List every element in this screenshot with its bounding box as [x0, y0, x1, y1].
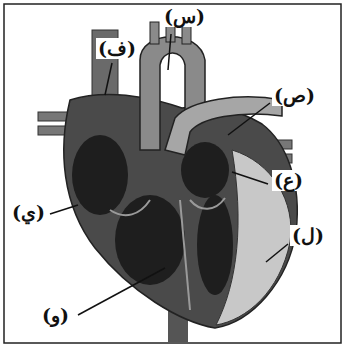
heart-body — [64, 95, 297, 328]
part-label: (و) — [40, 305, 71, 326]
pulmonary-artery — [165, 97, 282, 155]
part-label: (ع) — [272, 170, 305, 191]
part-label: (ص) — [272, 85, 317, 106]
valves — [110, 198, 225, 310]
leader-lines — [50, 34, 288, 315]
part-label: (ف) — [96, 38, 138, 59]
part-label: (ل) — [290, 225, 326, 246]
heart-chambers — [72, 135, 233, 295]
part-label: (س) — [162, 6, 207, 27]
part-label: (ي) — [10, 202, 47, 223]
frame — [4, 4, 341, 343]
